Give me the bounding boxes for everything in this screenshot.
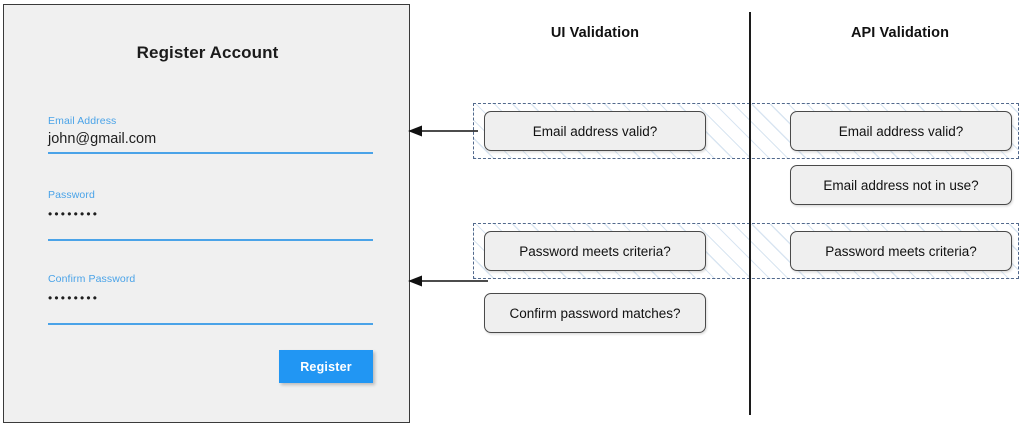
register-button[interactable]: Register [279,350,373,383]
password-feedback-arrow-icon [408,275,488,287]
page-title: Register Account [136,43,279,62]
ui-check-password-criteria[interactable]: Password meets criteria? [484,231,706,271]
api-check-email-valid[interactable]: Email address valid? [790,111,1012,151]
password-field-label: Password [48,189,95,201]
ui-validation-header: UI Validation [550,25,640,41]
password-field-group: Password •••••••• [48,189,373,241]
column-divider [749,12,751,415]
confirm-password-field-group: Confirm Password •••••••• [48,273,373,325]
ui-check-email-valid[interactable]: Email address valid? [484,111,706,151]
api-check-password-criteria[interactable]: Password meets criteria? [790,231,1012,271]
password-field-underline [48,239,373,241]
email-field-underline [48,152,373,154]
email-feedback-arrow-icon [408,125,478,137]
confirm-password-field-input[interactable]: •••••••• [48,291,100,305]
password-field-input[interactable]: •••••••• [48,207,100,221]
confirm-password-field-label: Confirm Password [48,273,136,285]
email-field-group: Email Address john@gmail.com [48,115,373,154]
email-field-input[interactable]: john@gmail.com [48,131,157,147]
ui-check-confirm-matches[interactable]: Confirm password matches? [484,293,706,333]
email-field-label: Email Address [48,115,117,127]
register-form-panel: Register Account Email Address john@gmai… [3,4,410,423]
confirm-password-field-underline [48,323,373,325]
api-validation-header: API Validation [850,25,950,41]
api-check-email-not-in-use[interactable]: Email address not in use? [790,165,1012,205]
